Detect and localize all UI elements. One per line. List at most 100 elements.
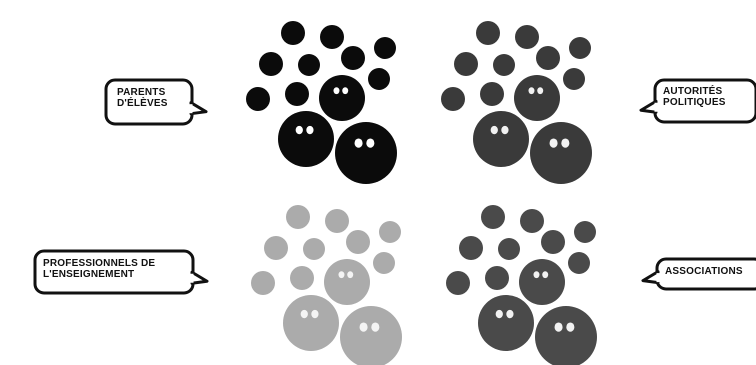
eye (360, 322, 368, 331)
face (478, 295, 534, 351)
face-circle (535, 306, 597, 365)
face (303, 238, 325, 260)
face (325, 209, 349, 233)
face (515, 25, 539, 49)
face (541, 230, 565, 254)
face (535, 306, 597, 365)
face-circle (574, 221, 596, 243)
face (441, 87, 465, 111)
face (368, 68, 390, 90)
face-circle (368, 68, 390, 90)
crowd-professionnels (251, 205, 402, 365)
eye (496, 310, 503, 318)
eye (311, 310, 318, 318)
eye (296, 126, 303, 134)
eye (501, 126, 508, 134)
face-circle (441, 87, 465, 111)
face-circle (485, 266, 509, 290)
face (568, 252, 590, 274)
eye (301, 310, 308, 318)
eye (566, 322, 574, 331)
face (481, 205, 505, 229)
face-circle (246, 87, 270, 111)
eye (342, 87, 348, 94)
face-circle (569, 37, 591, 59)
face (454, 52, 478, 76)
eye (306, 126, 313, 134)
face (498, 238, 520, 260)
face-circle (259, 52, 283, 76)
eye (561, 138, 569, 147)
face (264, 236, 288, 260)
face-circle (536, 46, 560, 70)
face-circle (286, 205, 310, 229)
face (574, 221, 596, 243)
face-circle (346, 230, 370, 254)
bubble-tail (641, 101, 656, 112)
face-circle (340, 306, 402, 365)
face (569, 37, 591, 59)
face-circle (373, 252, 395, 274)
crowd-parents (246, 21, 397, 184)
eye (333, 87, 339, 94)
face (298, 54, 320, 76)
face (246, 87, 270, 111)
eye (338, 271, 344, 278)
face-circle (379, 221, 401, 243)
eye (533, 271, 539, 278)
face-circle (454, 52, 478, 76)
face (480, 82, 504, 106)
eye (347, 271, 353, 278)
face-circle (251, 271, 275, 295)
face (446, 271, 470, 295)
label-autorites: AUTORITÉS POLITIQUES (663, 86, 726, 108)
label-parents: PARENTS D'ÉLÈVES (117, 87, 168, 109)
label-associations: ASSOCIATIONS (665, 266, 743, 277)
face (340, 306, 402, 365)
face-circle (374, 37, 396, 59)
eye (555, 322, 563, 331)
face-circle (303, 238, 325, 260)
face (519, 259, 565, 305)
face (563, 68, 585, 90)
face (514, 75, 560, 121)
face-circle (498, 238, 520, 260)
face (290, 266, 314, 290)
eye (528, 87, 534, 94)
face-circle (341, 46, 365, 70)
face-circle (478, 295, 534, 351)
face (283, 295, 339, 351)
face (335, 122, 397, 184)
eye (491, 126, 498, 134)
face-circle (319, 75, 365, 121)
face (281, 21, 305, 45)
face-circle (530, 122, 592, 184)
face-circle (264, 236, 288, 260)
face (536, 46, 560, 70)
face (251, 271, 275, 295)
face (286, 205, 310, 229)
crowd-autorites (441, 21, 592, 184)
face-circle (520, 209, 544, 233)
bubble-tail (191, 103, 206, 114)
face (520, 209, 544, 233)
eye (542, 271, 548, 278)
face (379, 221, 401, 243)
face-circle (515, 25, 539, 49)
face (319, 75, 365, 121)
face (278, 111, 334, 167)
face (346, 230, 370, 254)
face (259, 52, 283, 76)
face-circle (446, 271, 470, 295)
bubble-tail (192, 272, 207, 283)
face-circle (459, 236, 483, 260)
eye (537, 87, 543, 94)
face (493, 54, 515, 76)
face (374, 37, 396, 59)
eye (366, 138, 374, 147)
eye (371, 322, 379, 331)
face (476, 21, 500, 45)
face-circle (290, 266, 314, 290)
face-circle (481, 205, 505, 229)
